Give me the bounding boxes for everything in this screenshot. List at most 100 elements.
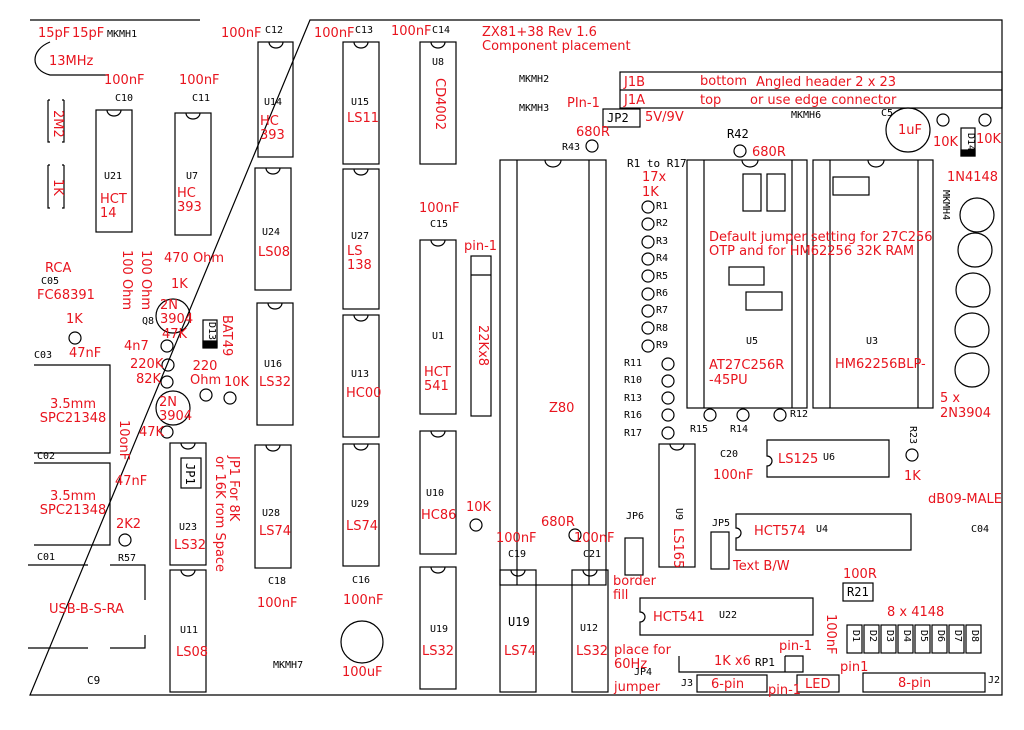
- r10k-a: 10K: [933, 135, 959, 150]
- border-fill: border fill: [613, 574, 656, 603]
- jp4-ref: JP4: [634, 667, 653, 678]
- jack2-outline: [34, 462, 111, 546]
- u16-part: LS32: [259, 375, 292, 390]
- c47nf-b: 47nF: [115, 474, 148, 489]
- jp2-label: 5V/9V: [645, 110, 684, 125]
- r-1k: 1K: [50, 179, 65, 196]
- c13-ref: C13: [355, 25, 374, 36]
- r-array-header: R1 to R17: [627, 157, 687, 170]
- u24-ref: U24: [262, 227, 281, 238]
- u10-ref: U10: [426, 488, 445, 499]
- diode-label: D8: [969, 630, 980, 643]
- r-array-label: R13: [624, 392, 643, 404]
- u22-ref: U22: [719, 610, 738, 621]
- u5-ref: U5: [746, 336, 759, 347]
- co1-ref: C01: [37, 552, 56, 563]
- r100a: 100 Ohm: [119, 250, 134, 311]
- resistor-2m2: [47, 99, 65, 143]
- u12-part: LS32: [576, 644, 609, 659]
- q8-ref: Q8: [142, 316, 155, 327]
- u16-ref: U16: [264, 359, 283, 370]
- r82k: 82K: [136, 372, 162, 387]
- j2-outline: [862, 672, 986, 693]
- r680-bottom: 680R: [541, 515, 575, 530]
- r1k-b: 1K: [171, 277, 188, 292]
- u6-ref: U6: [823, 452, 836, 463]
- u5-part: AT27C256R -45PU: [709, 358, 785, 388]
- diode-label: D4: [901, 630, 912, 643]
- resistor-1k: [47, 164, 65, 209]
- r12-ref: R12: [790, 409, 809, 420]
- j2-ref: J2: [988, 675, 1001, 686]
- mkmh4: MKMH4: [940, 190, 951, 221]
- r43-ref: R43: [562, 142, 581, 153]
- bottom-label: bottom: [700, 74, 748, 89]
- u4-ref: U4: [816, 524, 829, 535]
- fc-label: FC68391: [37, 288, 95, 303]
- mkmh7: MKMH7: [273, 660, 304, 671]
- z80-part: Z80: [549, 401, 575, 416]
- j2-value: 8-pin: [898, 676, 932, 691]
- c4n7: 4n7: [124, 339, 149, 354]
- usb-outline: [28, 564, 146, 649]
- j3-value: 6-pin: [711, 677, 745, 692]
- c20-ref: C20: [720, 449, 739, 460]
- u3-part: HM62256BLP-: [835, 357, 926, 372]
- r-array-label: R17: [624, 427, 643, 439]
- edge-note2: or use edge connector: [750, 93, 897, 108]
- rp1-value: 1K x6: [714, 654, 751, 669]
- led-outline: [796, 674, 840, 693]
- r21-value: 100R: [843, 567, 877, 582]
- co4-ref: C04: [971, 524, 990, 535]
- crystal-cap2: 15pF: [72, 26, 105, 41]
- top-label: top: [700, 93, 722, 108]
- r21-ref: R21: [847, 585, 869, 599]
- u1-ref: U1: [432, 331, 445, 342]
- u4-part: HCT574: [754, 524, 806, 539]
- diode-label: D6: [935, 630, 946, 643]
- co2-ref: C02: [37, 451, 56, 462]
- r14-ref: R14: [730, 424, 749, 435]
- jp1-outline: [180, 457, 202, 489]
- u3-ref: U3: [866, 336, 879, 347]
- pin1-rp1: pin-1: [779, 639, 813, 654]
- u14-part: HC 393: [260, 114, 285, 143]
- c18-value: 100nF: [257, 596, 298, 611]
- c15-ref: C15: [430, 219, 449, 230]
- c14-ref: C14: [432, 25, 451, 36]
- r42-ref: R42: [727, 127, 749, 141]
- r100b: 100 Ohm: [138, 250, 153, 311]
- u15-ref: U15: [351, 97, 370, 108]
- jp6-outline: [624, 537, 644, 576]
- r47k-a: 47K: [162, 327, 188, 342]
- u15-part: LS11: [347, 111, 380, 126]
- resnet-ref: 22Kx8: [475, 325, 490, 367]
- r10k-b: 10K: [976, 132, 1002, 147]
- r-array-label: R1: [656, 201, 669, 212]
- r-2m2: 2M2: [50, 110, 65, 138]
- jumper-label: jumper: [614, 680, 661, 695]
- r42-value: 680R: [752, 145, 786, 160]
- c19-value: 100nF: [496, 531, 537, 546]
- u21-ref: U21: [104, 171, 123, 182]
- r1k-c: 1K: [66, 312, 83, 327]
- r-array-label: R2: [656, 218, 669, 230]
- r-array-label: R11: [624, 358, 643, 369]
- u19a-part: LS32: [422, 644, 455, 659]
- u22-part: HCT541: [653, 610, 705, 625]
- c100uf-value: 100uF: [342, 665, 383, 680]
- r10k-u10: 10K: [466, 500, 492, 515]
- r-array-qty: 17x: [642, 170, 667, 185]
- r43-value: 680R: [576, 125, 610, 140]
- c12-ref: C12: [265, 25, 284, 36]
- jp6-ref: JP6: [626, 511, 645, 522]
- r-array-label: R4: [656, 253, 669, 265]
- r470: 470 Ohm: [164, 251, 225, 266]
- c5-ref: C5: [881, 108, 894, 119]
- jumper-note2: OTP and for HM62256 32K RAM: [709, 244, 915, 259]
- c100uf-outline: [340, 620, 384, 664]
- u13-ref: U13: [351, 369, 370, 380]
- c47nf: 47nF: [69, 346, 102, 361]
- u19b-part: LS74: [504, 644, 537, 659]
